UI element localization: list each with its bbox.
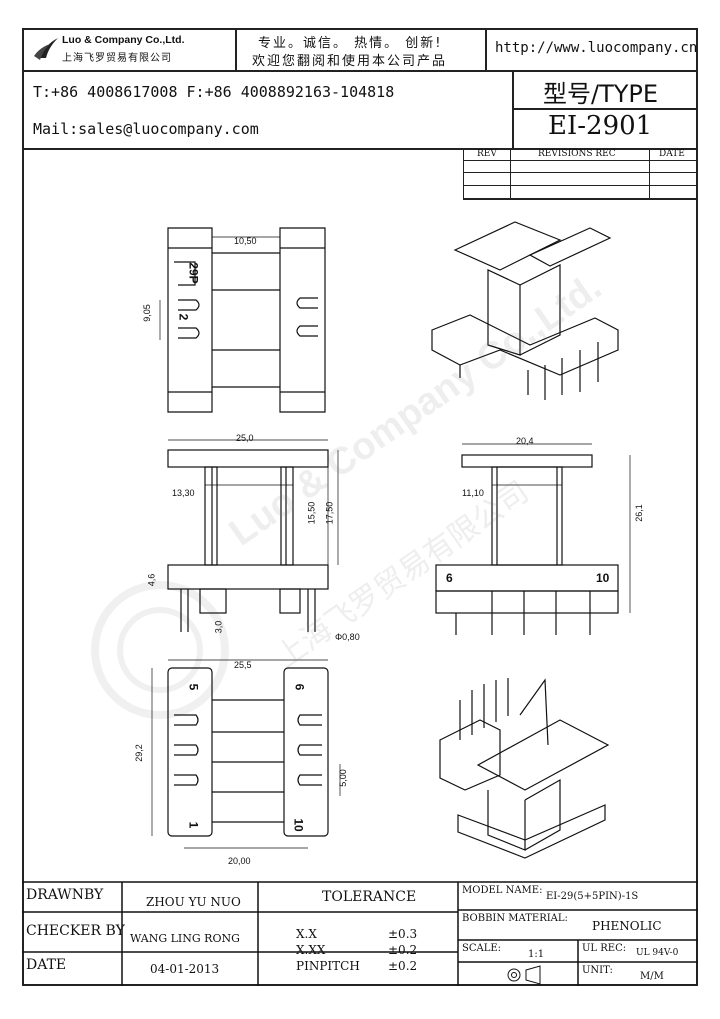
dim-front-pin-len: 3,0 (213, 620, 224, 634)
dim-bottom-pitch: 5,00 (337, 769, 348, 787)
tolerance-label: TOLERANCE (322, 889, 417, 905)
top-view-mark-2: 2 (176, 313, 191, 321)
dim-side-inner: 11,10 (462, 488, 484, 498)
type-label: 型号/TYPE (543, 80, 659, 108)
top-view-mark-29p: 29P (186, 262, 201, 284)
scale-value: 1:1 (528, 949, 545, 960)
tol-xxx-label: X.XX (296, 943, 326, 957)
website-link[interactable]: http://www.luocompany.cn (495, 40, 698, 56)
rev-col-header: REV (477, 149, 497, 159)
bobbin-value: PHENOLIC (592, 919, 662, 933)
date-label: DATE (26, 957, 67, 973)
model-label: MODEL NAME: (462, 885, 543, 896)
date-value: 04-01-2013 (150, 962, 220, 976)
contact-mail[interactable]: Mail:sales@luocompany.com (33, 120, 259, 138)
unit-value: M/M (640, 971, 664, 982)
type-mid-line (512, 108, 698, 110)
checker-label: CHECKER BY (26, 923, 125, 939)
revisions-rec-col-header: REVISIONS REC (538, 149, 616, 159)
dim-front-inner: 13,30 (172, 488, 195, 498)
drawing-frame (22, 28, 698, 986)
dim-front-h2: 17,50 (324, 501, 335, 525)
tol-xx-label: X.X (296, 927, 317, 941)
side-pin-6: 6 (446, 571, 453, 585)
date-col-header: DATE (659, 149, 685, 159)
logo-divider (235, 28, 237, 70)
slogan-line-2: 欢迎您翻阅和使用本公司产品 (252, 54, 448, 69)
dim-top-height: 9,05 (141, 304, 152, 322)
dim-side-width: 20,4 (516, 436, 534, 446)
dim-bottom-height: 29,2 (133, 744, 144, 762)
slogan-line-1: 专业。诚信。 热情。 创新! (258, 36, 443, 51)
ul-label: UL REC: (582, 943, 627, 954)
ul-value: UL 94V-0 (636, 948, 679, 958)
contact-phone-fax: T:+86 4008617008 F:+86 4008892163-104818 (33, 83, 395, 101)
dim-side-height: 26,1 (633, 504, 644, 522)
drawnby-label: DRAWNBY (26, 887, 104, 903)
dim-front-base: 4,6 (146, 573, 157, 587)
dim-front-width: 25,0 (236, 433, 254, 443)
checker-value: WANG LING RONG (130, 932, 240, 945)
side-pin-10: 10 (596, 571, 610, 585)
type-value: EI-2901 (548, 111, 653, 141)
tol-pin-value: ±0.2 (388, 959, 418, 973)
tol-xx-value: ±0.3 (388, 927, 418, 941)
header-bottom-line (22, 148, 698, 150)
dim-top-width: 10,50 (234, 236, 257, 246)
tol-xxx-value: ±0.2 (388, 943, 418, 957)
slogan-divider (485, 28, 487, 70)
tol-pin-label: PINPITCH (296, 959, 360, 973)
unit-label: UNIT: (582, 965, 613, 976)
dim-front-pin-dia: Φ0,80 (335, 632, 360, 642)
bottom-pin-6: 6 (292, 683, 307, 691)
company-name: Luo & Company Co.,Ltd. (62, 34, 185, 46)
bottom-pin-5: 5 (186, 683, 201, 691)
drawnby-value: ZHOU YU NUO (146, 895, 241, 909)
bottom-pin-10: 10 (291, 818, 306, 832)
bobbin-label: BOBBIN MATERIAL: (462, 913, 568, 924)
header-divider (22, 70, 698, 72)
model-value: EI-29(5+5PIN)-1S (546, 891, 639, 902)
bottom-pin-1: 1 (186, 821, 201, 829)
scale-label: SCALE: (462, 943, 502, 954)
company-name-cn: 上海飞罗贸易有限公司 (62, 53, 172, 64)
dim-bottom-width: 25,5 (234, 660, 252, 670)
dim-bottom-spacing: 20,00 (228, 856, 251, 866)
